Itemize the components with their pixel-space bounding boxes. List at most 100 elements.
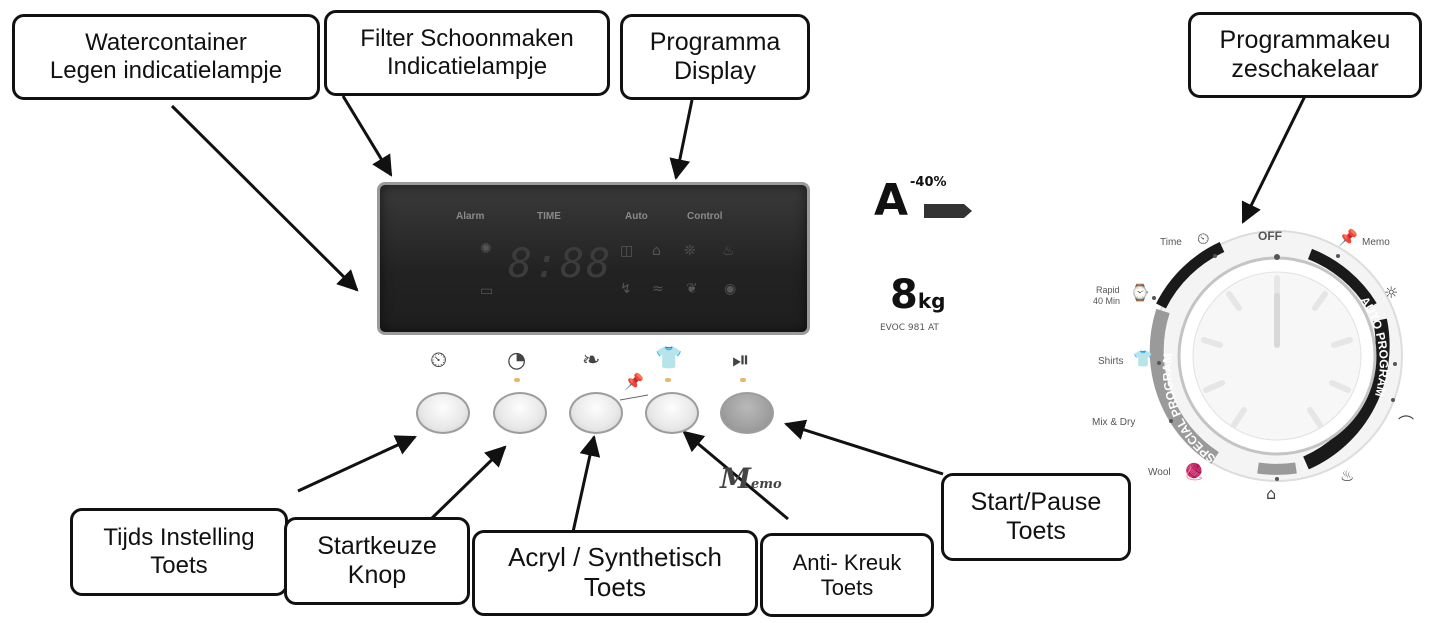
callout-watercontainer-line1: Watercontainer [85, 29, 247, 57]
callout-display-line2: Display [674, 57, 756, 85]
acryl-synthetic-button[interactable] [569, 392, 623, 434]
arrow-display [669, 99, 694, 181]
program-display: Alarm TIME Auto Control ✺ ▭ 8:88 ◫ ⌂ ❊ ♨… [377, 182, 810, 335]
wool-icon: 🧶 [1184, 462, 1204, 481]
callout-watercontainer: Watercontainer Legen indicatielampje [12, 14, 320, 100]
callout-filter: Filter Schoonmaken Indicatielampje [324, 10, 610, 96]
dial-memo-icon: 📌 [1338, 228, 1358, 247]
time-setting-button[interactable] [416, 392, 470, 434]
dial-rapid-label-2: 40 Min [1093, 296, 1121, 306]
arrow-dial [1241, 95, 1307, 224]
display-auto-icon-4: ↯ [620, 281, 632, 297]
dial-bottom-icon: ⌂ [1266, 484, 1277, 503]
dial-wool-label: Wool [1148, 467, 1171, 478]
display-auto-icon-5: ≈ [652, 281, 664, 297]
iron-icon: ♨ [1340, 466, 1355, 485]
dial-arc-bottom [1257, 462, 1297, 475]
dial-hanger-icon: ⌒ [1398, 414, 1415, 433]
callout-startkeuze: Startkeuze Knop [284, 517, 470, 605]
arrow-start-pause [783, 419, 944, 476]
callout-tijds-instelling: Tijds Instelling Toets [70, 508, 288, 596]
callout-anti-kreuk-line2: Toets [820, 575, 874, 600]
callout-programmakeuzeschakelaar: Programmakeu zeschakelaar [1188, 12, 1422, 98]
energy-percentage: -40% [910, 175, 947, 190]
callout-acryl: Acryl / Synthetisch Toets [472, 530, 758, 616]
program-dial[interactable]: AUTO PROGRAM SPECIAL PROGRAM [1149, 230, 1403, 482]
anti-crease-led [665, 378, 671, 382]
display-alarm-label: Alarm [456, 211, 485, 222]
shirt-icon: 👕 [655, 346, 683, 371]
arrow-acryl [571, 434, 601, 533]
callout-acryl-line2: Toets [583, 572, 647, 602]
dial-mix-dry-label: Mix & Dry [1092, 417, 1136, 428]
pin-link-line [619, 394, 649, 401]
capacity-label: 8kg [890, 272, 945, 318]
arrow-startkeuze [428, 445, 507, 522]
model-number: EVOC 981 AT [880, 323, 939, 333]
sun-icon: ☼ [1384, 283, 1399, 302]
svg-text:AUTO PROGRAM: AUTO PROGRAM [1357, 294, 1390, 398]
memo-label: Memo [720, 462, 782, 495]
clock-icon: ⏲ [430, 348, 448, 373]
dial-shirts-label: Shirts [1098, 356, 1124, 367]
leaf-icon: ❧ [582, 348, 601, 373]
display-auto-icon-2: ⌂ [652, 243, 661, 259]
energy-class: A [874, 175, 909, 226]
display-leaf-icon: ❦ [686, 281, 698, 297]
dial-time-label: Time [1160, 237, 1182, 248]
callout-programma-display: Programma Display [620, 14, 810, 100]
callout-startkeuze-line1: Startkeuze [317, 532, 437, 561]
callout-tijds-line2: Toets [150, 552, 208, 579]
callout-startkeuze-line2: Knop [347, 561, 407, 589]
dial-memo-label: Memo [1362, 237, 1390, 248]
dial-arc-left [1149, 308, 1219, 464]
svg-text:SPECIAL PROGRAM: SPECIAL PROGRAM [1160, 353, 1218, 466]
callout-dial-line2: zeschakelaar [1231, 55, 1379, 83]
callout-start-pause-line1: Start/Pause [970, 488, 1102, 517]
display-control-label: Control [687, 211, 723, 222]
memo-small-letters: emo [751, 477, 782, 492]
callout-tijds-line1: Tijds Instelling [103, 524, 255, 552]
start-pause-button[interactable] [720, 392, 774, 434]
display-time-label: TIME [537, 211, 561, 222]
energy-badge [924, 204, 972, 218]
arrow-watercontainer [170, 104, 359, 292]
dial-arc-right [1303, 318, 1390, 470]
callout-filter-line2: Indicatielampje [386, 53, 548, 80]
dial-arc-top-right [1307, 248, 1377, 309]
dial-rapid-label-1: Rapid [1096, 285, 1120, 295]
start-led [740, 378, 746, 382]
callout-filter-line1: Filter Schoonmaken [360, 25, 574, 53]
callout-display-line1: Programma [649, 28, 781, 57]
dial-off-label: OFF [1258, 229, 1282, 243]
callout-start-pause: Start/Pause Toets [941, 473, 1131, 561]
dial-time-icon: ⏲ [1197, 229, 1210, 248]
capacity-unit: kg [917, 289, 946, 313]
dial-rapid-icon: ⌚ [1130, 283, 1150, 302]
play-pause-icon: ⏯ [732, 348, 750, 373]
dial-special-program-label: SPECIAL PROGRAM [1160, 353, 1218, 466]
display-auto-icon-3: ❊ [684, 243, 696, 259]
display-control-icon-1: ♨ [722, 243, 735, 259]
timer-icon: ◔ [507, 348, 527, 373]
callout-acryl-line1: Acryl / Synthetisch [508, 542, 722, 573]
callout-dial-line1: Programmakeu [1219, 26, 1391, 55]
anti-crease-button[interactable] [645, 392, 699, 434]
start-delay-button[interactable] [493, 392, 547, 434]
timer-led [514, 378, 520, 382]
pin-icon: 📌 [624, 372, 644, 391]
display-control-icon-2: ◉ [724, 281, 737, 297]
dial-shirt-icon: 👕 [1133, 349, 1153, 368]
callout-watercontainer-line2: Legen indicatielampje [49, 57, 283, 84]
capacity-number: 8 [890, 272, 918, 318]
arrow-filter [341, 95, 393, 177]
display-filter-icon: ▭ [480, 283, 494, 299]
display-auto-label: Auto [625, 211, 648, 222]
dial-auto-program-label: AUTO PROGRAM [1357, 294, 1390, 398]
arrow-tijd [297, 435, 417, 493]
dial-arc-top-left [1156, 242, 1225, 309]
display-digits: 8:88 [508, 241, 613, 287]
callout-start-pause-line2: Toets [1006, 517, 1066, 545]
callout-anti-kreuk: Anti- Kreuk Toets [760, 533, 934, 617]
display-water-icon: ✺ [480, 241, 492, 257]
